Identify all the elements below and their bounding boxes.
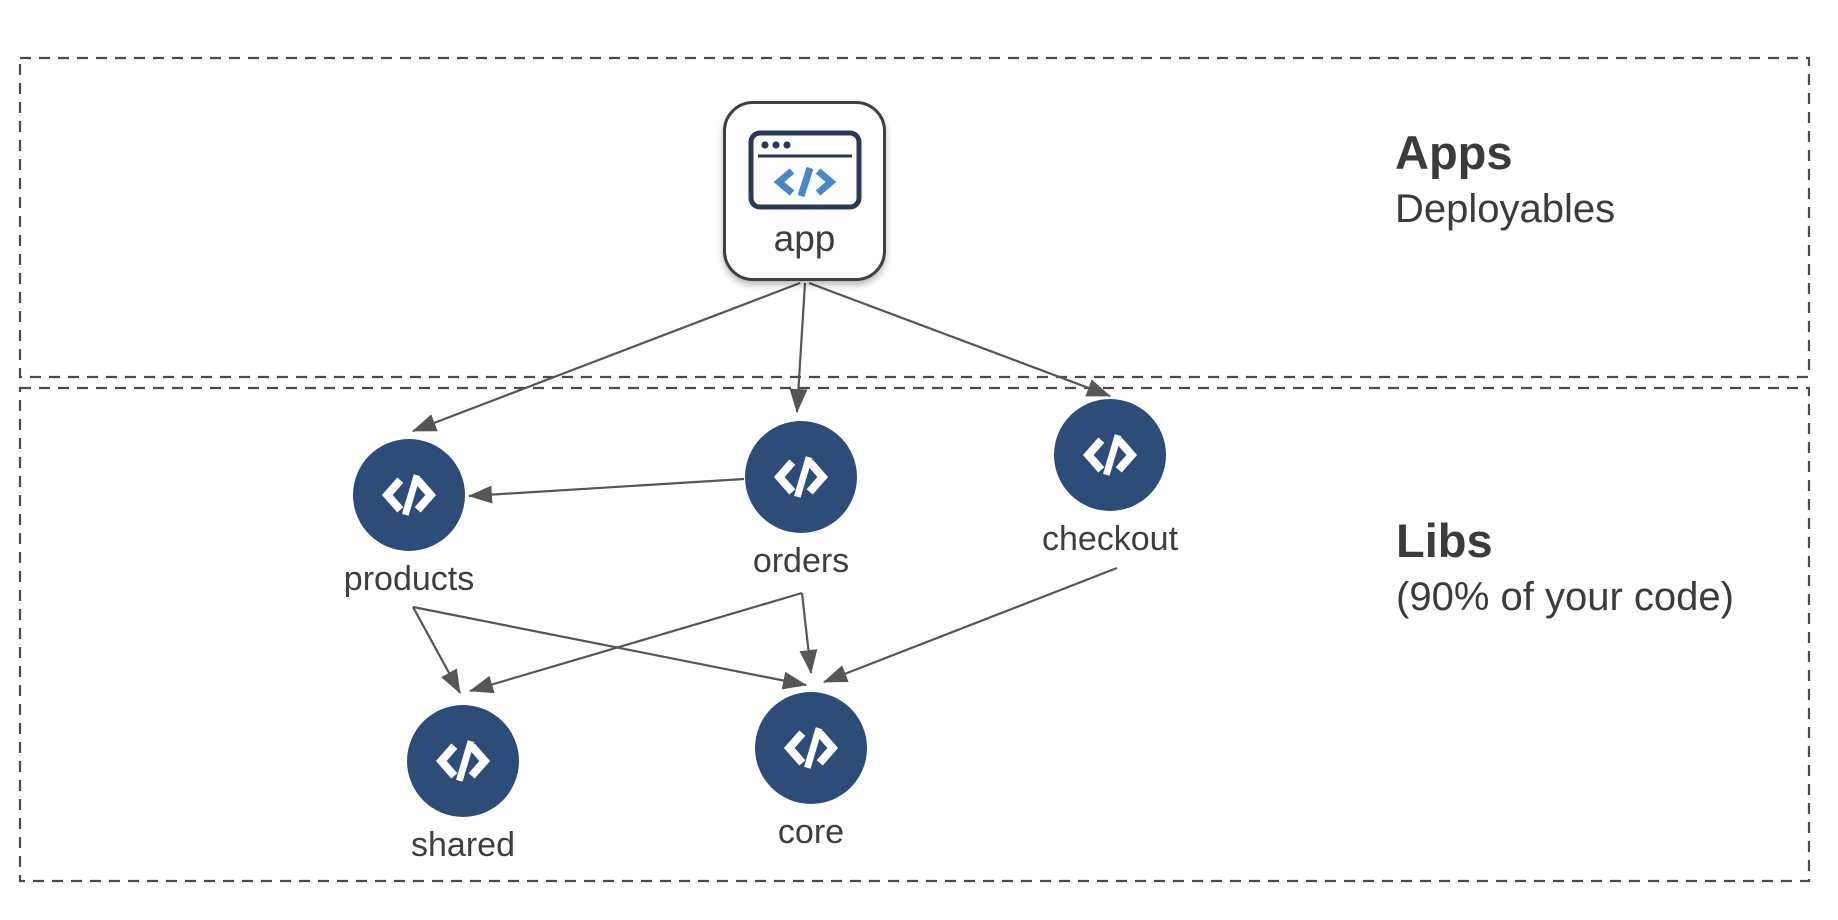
apps-subtitle: Deployables — [1395, 187, 1616, 232]
node-app: app — [723, 101, 886, 281]
node-products: products — [299, 439, 519, 596]
apps-section-border — [18, 56, 1811, 379]
edge-app-products — [412, 281, 801, 433]
node-label-app: app — [773, 218, 836, 259]
edge-app-orders — [789, 282, 808, 413]
edge-orders-shared — [469, 591, 803, 694]
apps-section-label: Apps Deployables — [1395, 126, 1615, 232]
libs-section-label: Libs (90% of your code) — [1396, 514, 1734, 620]
node-label-shared: shared — [411, 826, 515, 864]
code-icon — [745, 421, 857, 533]
edge-orders-products — [468, 477, 745, 504]
node-core: core — [701, 692, 921, 849]
node-label-orders: orders — [752, 542, 850, 580]
libs-title: Libs — [1396, 514, 1493, 567]
apps-title: Apps — [1395, 126, 1513, 179]
edge-checkout-core — [823, 566, 1118, 684]
node-shared: shared — [353, 705, 573, 862]
node-label-core: core — [777, 813, 845, 851]
code-icon — [1054, 399, 1166, 511]
browser-code-icon — [748, 130, 861, 210]
edge-orders-core — [799, 592, 818, 674]
libs-subtitle: (90% of your code) — [1396, 575, 1734, 620]
code-icon — [755, 692, 867, 804]
node-label-checkout: checkout — [1041, 520, 1179, 558]
edge-products-core — [412, 605, 807, 690]
libs-section-border — [18, 386, 1811, 883]
code-icon — [353, 439, 465, 551]
node-label-products: products — [343, 560, 475, 598]
node-orders: orders — [691, 421, 911, 578]
code-icon — [407, 705, 519, 817]
edge-app-checkout — [808, 281, 1111, 398]
node-checkout: checkout — [1000, 399, 1220, 556]
edge-products-shared — [412, 606, 461, 694]
